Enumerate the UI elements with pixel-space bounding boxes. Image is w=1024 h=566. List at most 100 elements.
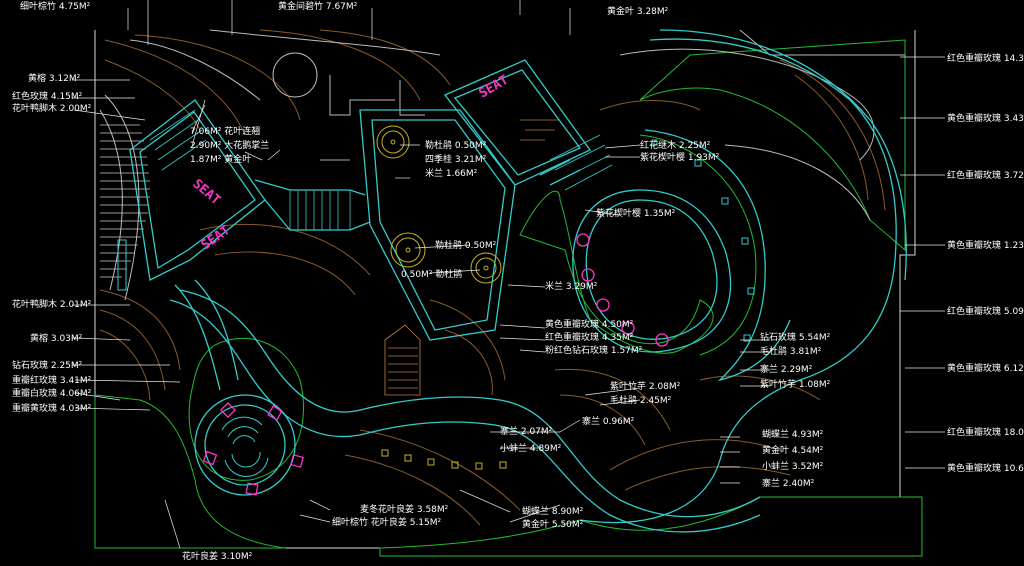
seat-label-left-2: SEAT <box>199 223 233 253</box>
contour <box>699 375 821 401</box>
label-center-24: 蝴蝶兰 4.93M² <box>762 428 824 440</box>
contour <box>99 309 166 391</box>
label-top-0: 黄金间碧竹 7.67M² <box>278 0 358 12</box>
label-center-25: 黄金叶 4.54M² <box>762 444 824 456</box>
pond-outer <box>572 189 732 353</box>
pavement-edge <box>739 29 905 56</box>
label-center-7: 0.50M² 勒杜鹃 <box>401 268 462 280</box>
label-right-7: 黄色重瓣玫瑰 10.6M² <box>947 462 1024 474</box>
label-center-31: 黄金叶 5.50M² <box>522 518 584 530</box>
contour <box>779 59 886 211</box>
link-path <box>174 284 221 391</box>
pond-inner <box>585 199 718 340</box>
circle-plaza-mid <box>204 404 286 486</box>
pavement-edge <box>619 48 875 161</box>
label-center-13: 紫花楔叶樱 1.93M² <box>640 151 720 163</box>
contour <box>609 439 781 471</box>
label-center-2: 1.87M² 黄金叶 <box>190 153 251 165</box>
label-center-30: 蝴蝶兰 8.90M² <box>522 505 584 517</box>
right-path <box>644 129 791 382</box>
label-center-6: 勒杜鹃 0.50M² <box>435 239 497 251</box>
label-left-9: 重瓣黄玫瑰 4.03M² <box>12 402 92 414</box>
label-center-23: 小蚌兰 4.89M² <box>500 442 562 454</box>
contour <box>99 329 151 401</box>
contour <box>359 429 521 511</box>
label-right-0: 红色重瓣玫瑰 14.3M² <box>947 52 1024 64</box>
pavement-edge <box>329 75 395 116</box>
stairs-brown <box>384 324 421 396</box>
lawn-bottom-right <box>379 496 923 557</box>
label-center-0: 7.06M² 花叶连翘 <box>190 125 260 137</box>
label-right-6: 红色重瓣玫瑰 18.0M² <box>947 426 1024 438</box>
seat-label-top: SEAT <box>477 73 512 102</box>
circle-plaza-pattern <box>221 416 269 477</box>
label-left-1: 黄榕 3.12M² <box>28 72 81 84</box>
right-path <box>659 29 907 281</box>
pavement-edge <box>99 109 123 291</box>
label-right-2: 红色重瓣玫瑰 3.72M² <box>947 169 1024 181</box>
label-center-4: 四季桂 3.21M² <box>425 153 487 165</box>
lawn-circle <box>188 337 304 481</box>
serpentine-path <box>169 299 761 533</box>
contour <box>520 119 560 141</box>
label-center-19: 紫叶竹芋 2.08M² <box>610 380 681 392</box>
label-center-15: 钻石玫瑰 5.54M² <box>760 331 831 343</box>
label-center-21: 寨兰 2.07M² <box>500 425 553 437</box>
label-left-10: 花叶良姜 3.10M² <box>182 550 253 561</box>
label-left-3: 花叶鸭脚木 2.00M² <box>12 102 92 114</box>
stools <box>202 233 669 496</box>
contour <box>319 29 451 86</box>
label-center-16: 毛杜鹃 3.81M² <box>760 345 822 357</box>
circle-plaza-outer <box>194 394 296 496</box>
trees <box>376 125 502 284</box>
label-right-5: 黄色重瓣玫瑰 6.12M² <box>947 362 1024 374</box>
pavilion-top <box>443 59 591 186</box>
lawn-right-edge <box>639 134 757 356</box>
label-center-10: 红色重瓣玫瑰 4.35M² <box>545 331 634 343</box>
label-right-3: 黄色重瓣玫瑰 1.23M² <box>947 239 1024 251</box>
contour <box>259 29 421 101</box>
hardscape-paths <box>129 29 907 533</box>
label-center-14: 紫花楔叶樱 1.35M² <box>596 207 676 219</box>
contour <box>554 368 671 431</box>
label-center-17: 寨兰 2.29M² <box>760 363 813 375</box>
pavement-edge <box>209 29 441 56</box>
stairs <box>149 109 613 231</box>
contour <box>99 289 181 371</box>
contour <box>559 394 646 446</box>
site-boundary <box>94 30 923 557</box>
label-center-29: 细叶棕竹 花叶良姜 5.15M² <box>332 516 442 528</box>
right-path <box>579 38 897 524</box>
pavement-edge <box>724 144 871 221</box>
center-plaza-inner <box>371 119 506 331</box>
serpentine-path <box>179 289 761 518</box>
contour <box>624 466 791 491</box>
label-center-27: 寨兰 2.40M² <box>762 477 815 489</box>
pavilion-top-inner <box>453 69 582 176</box>
contour <box>134 34 301 121</box>
leader-lines <box>71 0 945 549</box>
lawn-areas <box>94 39 923 557</box>
label-center-28: 麦冬花叶良姜 3.58M² <box>360 503 449 515</box>
label-left-6: 钻石玫瑰 2.25M² <box>12 359 83 371</box>
label-center-20: 毛杜鹃 2.45M² <box>610 394 672 406</box>
label-center-5: 米兰 1.66M² <box>425 167 478 179</box>
contour <box>429 299 506 381</box>
contour <box>599 100 701 111</box>
pavement-edge <box>399 80 425 116</box>
label-center-26: 小蚌兰 3.52M² <box>762 460 824 472</box>
pavilion-left <box>129 99 266 281</box>
path-lamps <box>651 139 755 342</box>
seat-label-left-1: SEAT <box>189 177 223 209</box>
label-left-2: 红色玫瑰 4.15M² <box>12 90 83 102</box>
corridor <box>264 199 371 231</box>
lawn-bottom-left <box>94 394 286 549</box>
label-center-22: 寨兰 0.96M² <box>582 415 635 427</box>
contour <box>344 454 481 526</box>
lawn-center <box>519 190 714 354</box>
bench-left <box>117 239 127 291</box>
label-left-5: 黄榕 3.03M² <box>30 332 83 344</box>
label-center-12: 红花继木 2.25M² <box>640 139 711 151</box>
lawn-top-right <box>639 39 906 252</box>
